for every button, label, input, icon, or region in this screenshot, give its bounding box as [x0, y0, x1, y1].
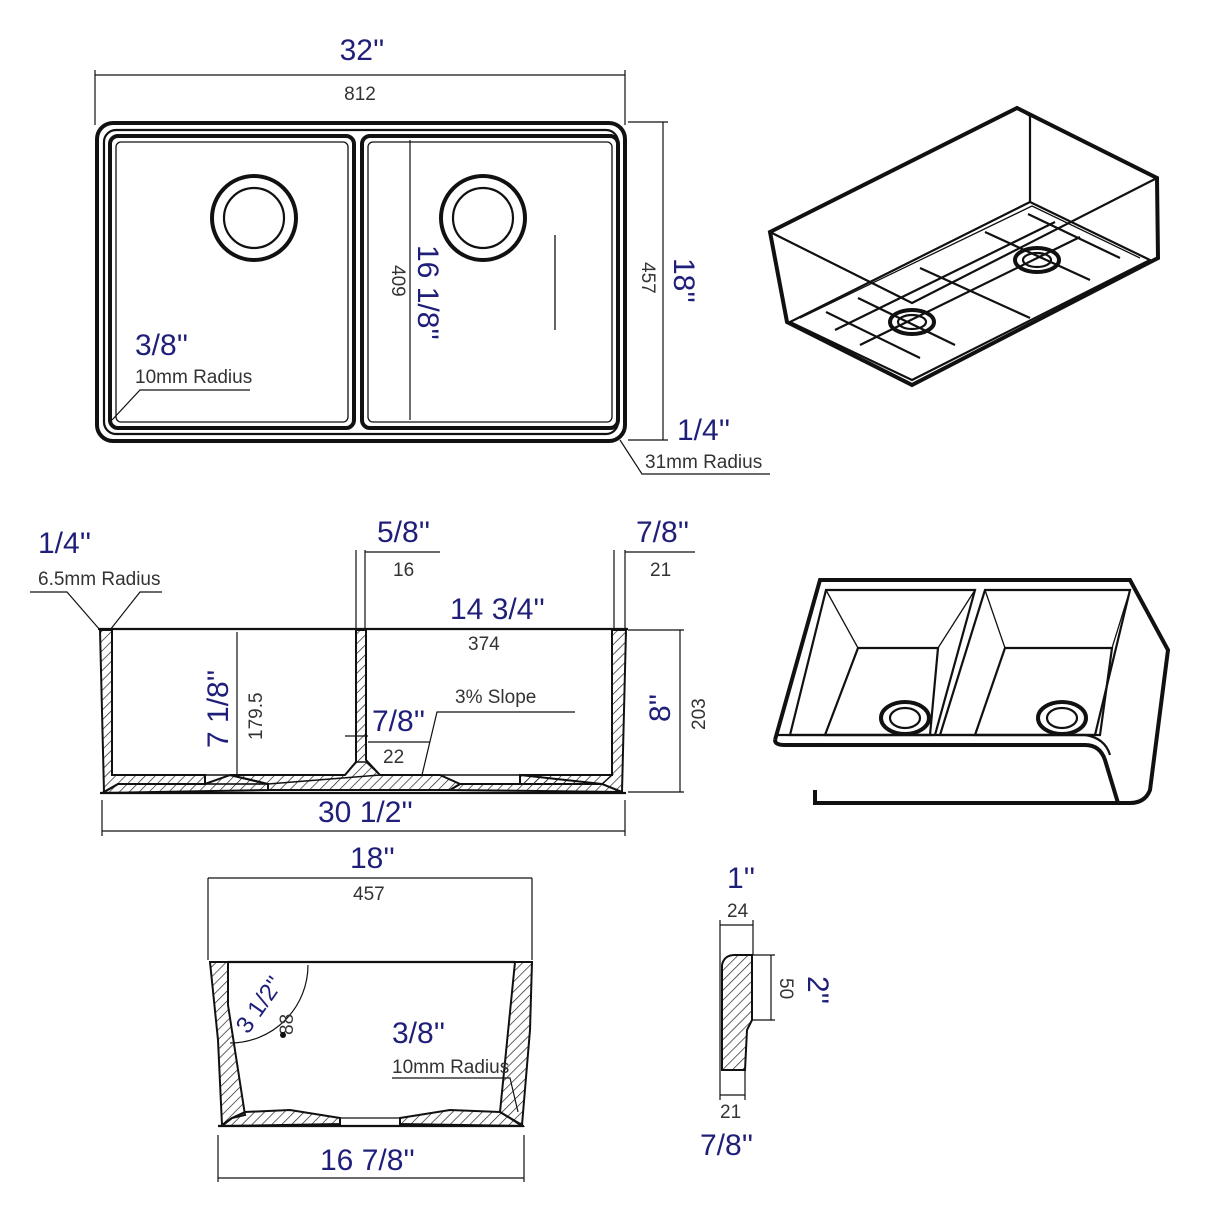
- top-width-in: 32'': [340, 34, 385, 67]
- side-bottom-in: 16 7/8'': [320, 1144, 415, 1177]
- divider-height-in: 7 1/8'': [202, 670, 235, 748]
- wall-in: 7/8'': [636, 516, 689, 549]
- iso-view-front: [773, 578, 1171, 805]
- bottom-width-in: 30 1/2'': [318, 796, 413, 829]
- iso-drain-1: [888, 308, 936, 336]
- top-view: 32'' 812 16 1/8'' 409 18'' 457 3/8'' 10m…: [94, 34, 770, 475]
- right-bowl: [360, 134, 620, 430]
- apron-thickness-mm: 24: [727, 901, 749, 922]
- bowl-depth-mm: 409: [387, 265, 408, 297]
- inner-radius-leader: [111, 389, 250, 421]
- rim-radius-mm: 6.5mm Radius: [38, 569, 161, 590]
- iso2-drain-2: [1036, 700, 1088, 736]
- inner-radius-mm: 10mm Radius: [135, 367, 252, 388]
- front-height-mm: 203: [689, 698, 710, 730]
- side-radius-mm: 88: [277, 1014, 298, 1035]
- iso-view-underside: [767, 105, 1161, 388]
- apron-detail: 1'' 24 50 2'' 21 7/8'': [700, 862, 834, 1162]
- apron-height-in: 2'': [801, 976, 834, 1004]
- apron-height-mm: 50: [775, 978, 796, 999]
- top-width-mm: 812: [344, 84, 376, 105]
- iso2-drain-1: [879, 700, 931, 736]
- wall-mm: 21: [650, 560, 671, 581]
- side-section: 18'' 457 3 1/2'' 88 3/8'' 10mm Radius 16…: [207, 842, 534, 1182]
- bottom-thickness-mm: 22: [383, 747, 404, 768]
- corner-radius-leader: [619, 439, 770, 475]
- iso-drain-2: [1013, 246, 1061, 274]
- divider-in: 5/8'': [377, 516, 430, 549]
- side-inner-radius-in: 3/8'': [392, 1017, 445, 1050]
- inner-radius-in: 3/8'': [135, 329, 188, 362]
- side-depth-in: 18'': [350, 842, 395, 875]
- apron-thickness-in: 1'': [727, 862, 755, 895]
- right-drain: [439, 174, 527, 262]
- slope-label: 3% Slope: [455, 687, 536, 708]
- side-inner-radius-mm: 10mm Radius: [392, 1057, 509, 1078]
- corner-radius-in: 1/4'': [677, 414, 730, 447]
- front-height-in: 8'': [644, 694, 677, 722]
- top-outer-rim: [95, 121, 627, 443]
- corner-radius-mm: 31mm Radius: [645, 452, 762, 473]
- apron-bottom-mm: 21: [720, 1102, 741, 1123]
- front-section: 1/4'' 6.5mm Radius 5/8'' 16 7/8'' 21 14 …: [30, 516, 710, 836]
- divider-height-mm: 179.5: [246, 692, 267, 740]
- apron-bottom-in: 7/8'': [700, 1129, 753, 1162]
- side-depth-mm: 457: [353, 884, 385, 905]
- left-drain: [210, 174, 298, 262]
- bowl-width-mm: 374: [468, 634, 500, 655]
- top-depth-in: 18'': [667, 258, 700, 303]
- top-depth-mm: 457: [637, 262, 658, 294]
- rim-radius-in: 1/4'': [38, 527, 91, 560]
- bottom-thickness-in: 7/8'': [372, 705, 425, 738]
- bowl-depth-in: 16 1/8'': [411, 245, 444, 340]
- divider-mm: 16: [393, 560, 414, 581]
- bowl-width-in: 14 3/4'': [450, 593, 545, 626]
- left-bowl: [108, 134, 356, 430]
